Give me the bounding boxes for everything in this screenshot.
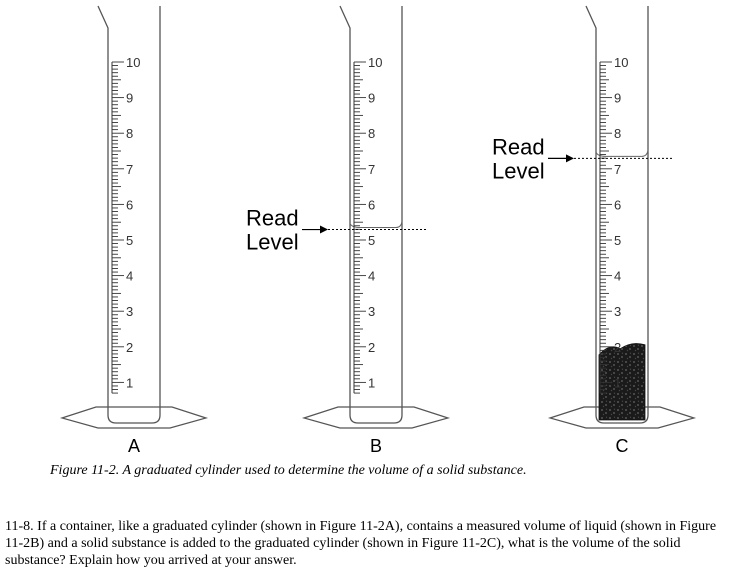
question-text: 11-8. If a container, like a graduated c… [5, 518, 727, 569]
cylinder-tube [97, 5, 161, 424]
scale-label-9: 9 [368, 91, 375, 106]
liquid-meniscus [349, 221, 403, 229]
scale-label-1: 1 [614, 375, 621, 390]
scale-label-5: 5 [126, 233, 133, 248]
read-level-label: Read [246, 206, 299, 231]
scale-label-9: 9 [126, 91, 133, 106]
liquid-meniscus [595, 150, 649, 157]
read-level-label: Read [492, 134, 545, 159]
scale-label-5: 5 [614, 233, 621, 248]
question-body: If a container, like a graduated cylinde… [5, 519, 717, 568]
read-level-arrowhead [320, 225, 328, 234]
cylinder-tube [339, 5, 403, 424]
question-number: 11-8. [5, 519, 34, 534]
figure-caption: Figure 11-2. A graduated cylinder used t… [50, 463, 527, 478]
scale-label-7: 7 [368, 162, 375, 177]
scale-label-1: 1 [368, 375, 375, 390]
scale-label-10: 10 [368, 55, 382, 70]
scale-label-2: 2 [126, 340, 133, 355]
scale-label-8: 8 [126, 126, 133, 141]
scale-label-8: 8 [368, 126, 375, 141]
scale-label-6: 6 [614, 197, 621, 212]
scale-label-3: 3 [126, 304, 133, 319]
scale-label-3: 3 [614, 304, 621, 319]
scale-label-2: 2 [614, 340, 621, 355]
read-level-label: Level [246, 230, 299, 255]
scale-label-9: 9 [614, 91, 621, 106]
scale-label-6: 6 [368, 197, 375, 212]
scale-label-6: 6 [126, 197, 133, 212]
scale-label-4: 4 [126, 269, 133, 284]
cylinder-label: A [128, 436, 140, 456]
scale-label-2: 2 [368, 340, 375, 355]
cylinder-label: B [370, 436, 382, 456]
cylinder-base [301, 406, 451, 429]
scale-label-3: 3 [368, 304, 375, 319]
scale-label-1: 1 [126, 375, 133, 390]
scale-label-8: 8 [614, 126, 621, 141]
read-level-arrowhead [566, 154, 574, 163]
solid-substance [598, 343, 646, 421]
scale-label-10: 10 [614, 55, 628, 70]
read-level-label: Level [492, 158, 545, 183]
scale-label-4: 4 [614, 269, 621, 284]
scale-label-7: 7 [614, 162, 621, 177]
scale-label-5: 5 [368, 233, 375, 248]
scale-label-10: 10 [126, 55, 140, 70]
cylinder-tube [585, 5, 649, 424]
cylinder-label: C [616, 436, 629, 456]
cylinder-a: 1 2 3 4 5 6 7 8 9 10A [59, 5, 209, 456]
scale-label-4: 4 [368, 269, 375, 284]
cylinder-base [59, 406, 209, 429]
graduated-cylinders-figure: 12345678910A12345678910BReadLevel1234567… [59, 5, 697, 456]
scale-label-7: 7 [126, 162, 133, 177]
